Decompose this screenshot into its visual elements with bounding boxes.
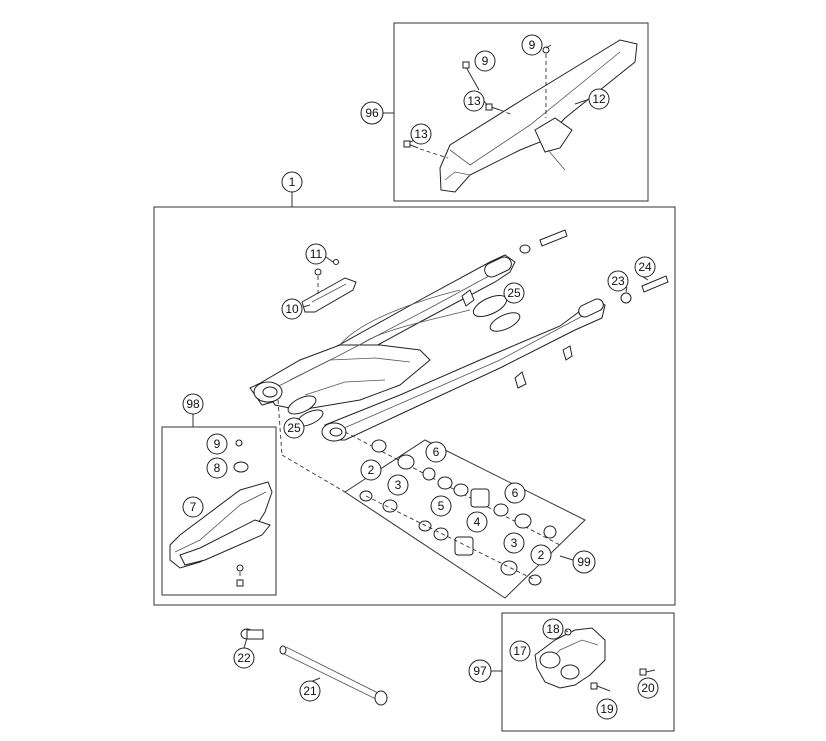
chain-slider-clip	[301, 259, 357, 313]
svg-text:13: 13	[467, 94, 481, 108]
callout-5: 5	[430, 495, 452, 517]
svg-text:9: 9	[482, 54, 489, 68]
callout-8: 8	[206, 457, 228, 479]
callout-10: 10	[281, 298, 303, 320]
callout-23: 23	[607, 270, 629, 292]
callout-96: 96	[360, 101, 384, 125]
svg-text:20: 20	[641, 681, 655, 695]
callout-12: 12	[588, 88, 610, 110]
svg-text:9: 9	[214, 437, 221, 451]
callout-11: 11	[305, 243, 327, 265]
swingarm	[249, 254, 606, 442]
callout-24: 24	[634, 256, 656, 278]
callout-3-left: 3	[387, 474, 409, 496]
chain-guide	[534, 627, 656, 692]
svg-text:3: 3	[395, 478, 402, 492]
svg-text:17: 17	[513, 644, 527, 658]
callout-9-chain-guard: 9	[474, 50, 496, 72]
svg-text:11: 11	[310, 247, 323, 261]
callout-18: 18	[542, 618, 564, 640]
svg-text:23: 23	[611, 274, 625, 288]
svg-text:96: 96	[365, 106, 379, 120]
callout-99: 99	[572, 550, 596, 574]
callout-13-upper: 13	[463, 90, 485, 112]
svg-text:22: 22	[237, 651, 251, 665]
callout-21: 21	[299, 680, 321, 702]
bearing-kit-frame	[344, 439, 586, 599]
chain-guard	[439, 39, 638, 193]
callout-98: 98	[182, 393, 204, 415]
axle-adjusters	[519, 229, 669, 304]
protective-pads	[287, 294, 521, 427]
svg-text:19: 19	[600, 702, 614, 716]
svg-text:9: 9	[529, 38, 536, 52]
svg-text:97: 97	[473, 664, 487, 678]
svg-text:98: 98	[186, 397, 200, 411]
callout-20: 20	[637, 677, 659, 699]
svg-text:12: 12	[592, 92, 606, 106]
callout-6-upper: 6	[425, 441, 447, 463]
callout-1: 1	[281, 171, 303, 193]
callout-19: 19	[596, 698, 618, 720]
swingarm-frame	[153, 206, 676, 606]
callout-2-right: 2	[530, 544, 552, 566]
chain-guard-screws	[403, 46, 550, 159]
chain-guard-frame	[393, 22, 649, 202]
callout-9-slider: 9	[206, 433, 228, 455]
svg-text:24: 24	[638, 260, 652, 274]
callout-25-upper: 25	[503, 282, 525, 304]
svg-text:3: 3	[511, 536, 518, 550]
bearing-kit	[359, 439, 557, 586]
chain-slider	[169, 439, 273, 587]
svg-text:99: 99	[577, 555, 591, 569]
callout-22: 22	[233, 647, 255, 669]
svg-text:8: 8	[214, 461, 221, 475]
callout-97: 97	[468, 659, 492, 683]
svg-text:1: 1	[289, 175, 296, 189]
svg-text:5: 5	[438, 499, 445, 513]
svg-text:13: 13	[414, 127, 428, 141]
svg-text:25: 25	[287, 421, 301, 435]
callout-9-chain-guard-top: 9	[521, 34, 543, 56]
callout-6-lower: 6	[504, 482, 526, 504]
callout-4: 4	[466, 511, 488, 533]
svg-text:2: 2	[538, 548, 545, 562]
svg-text:2: 2	[368, 463, 375, 477]
callout-3-right: 3	[503, 532, 525, 554]
svg-text:10: 10	[285, 302, 299, 316]
svg-text:25: 25	[507, 286, 521, 300]
callout-25-lower: 25	[283, 417, 305, 439]
chain-slider-frame	[161, 426, 277, 596]
callout-13-lower: 13	[410, 123, 432, 145]
svg-text:21: 21	[303, 684, 317, 698]
svg-text:18: 18	[546, 622, 560, 636]
callout-2-left: 2	[360, 459, 382, 481]
svg-text:6: 6	[433, 445, 440, 459]
svg-text:4: 4	[474, 515, 481, 529]
svg-text:6: 6	[512, 486, 519, 500]
pivot-axle	[240, 628, 388, 706]
callout-7: 7	[182, 496, 204, 518]
svg-text:7: 7	[190, 500, 197, 514]
callout-17: 17	[509, 640, 531, 662]
chain-guide-frame	[501, 612, 675, 732]
